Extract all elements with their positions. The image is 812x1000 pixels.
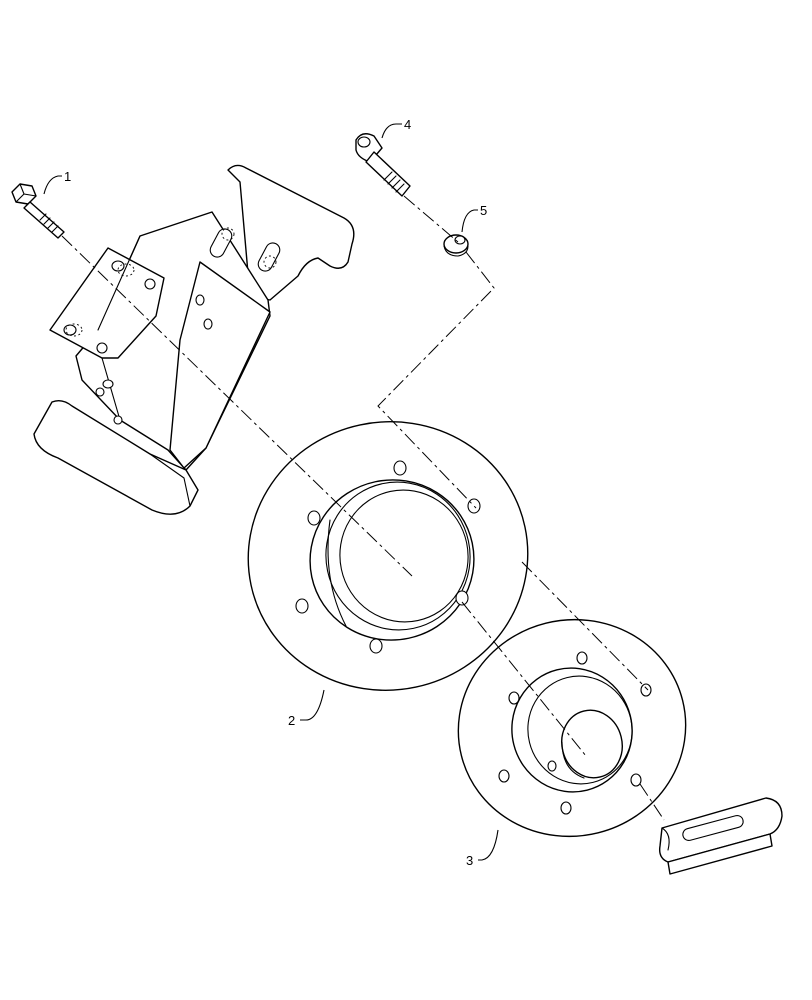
- shaft-key: [658, 797, 783, 875]
- disc-3: [457, 618, 687, 838]
- callout-5: 5: [461, 203, 487, 233]
- callout-2: 2: [288, 689, 325, 728]
- callout-label-2: 2: [288, 713, 295, 728]
- washer-5: [443, 234, 469, 257]
- assembly-center-lines: [61, 195, 665, 821]
- callout-1: 1: [43, 169, 71, 195]
- callout-4: 4: [381, 117, 411, 139]
- callout-label-1: 1: [64, 169, 71, 184]
- callout-label-5: 5: [480, 203, 487, 218]
- bolt-4: [355, 133, 411, 197]
- callout-label-4: 4: [404, 117, 411, 132]
- mounting-bracket: [33, 164, 355, 515]
- bolt-1: [11, 183, 65, 239]
- callout-label-3: 3: [466, 853, 473, 868]
- callout-3: 3: [466, 829, 499, 868]
